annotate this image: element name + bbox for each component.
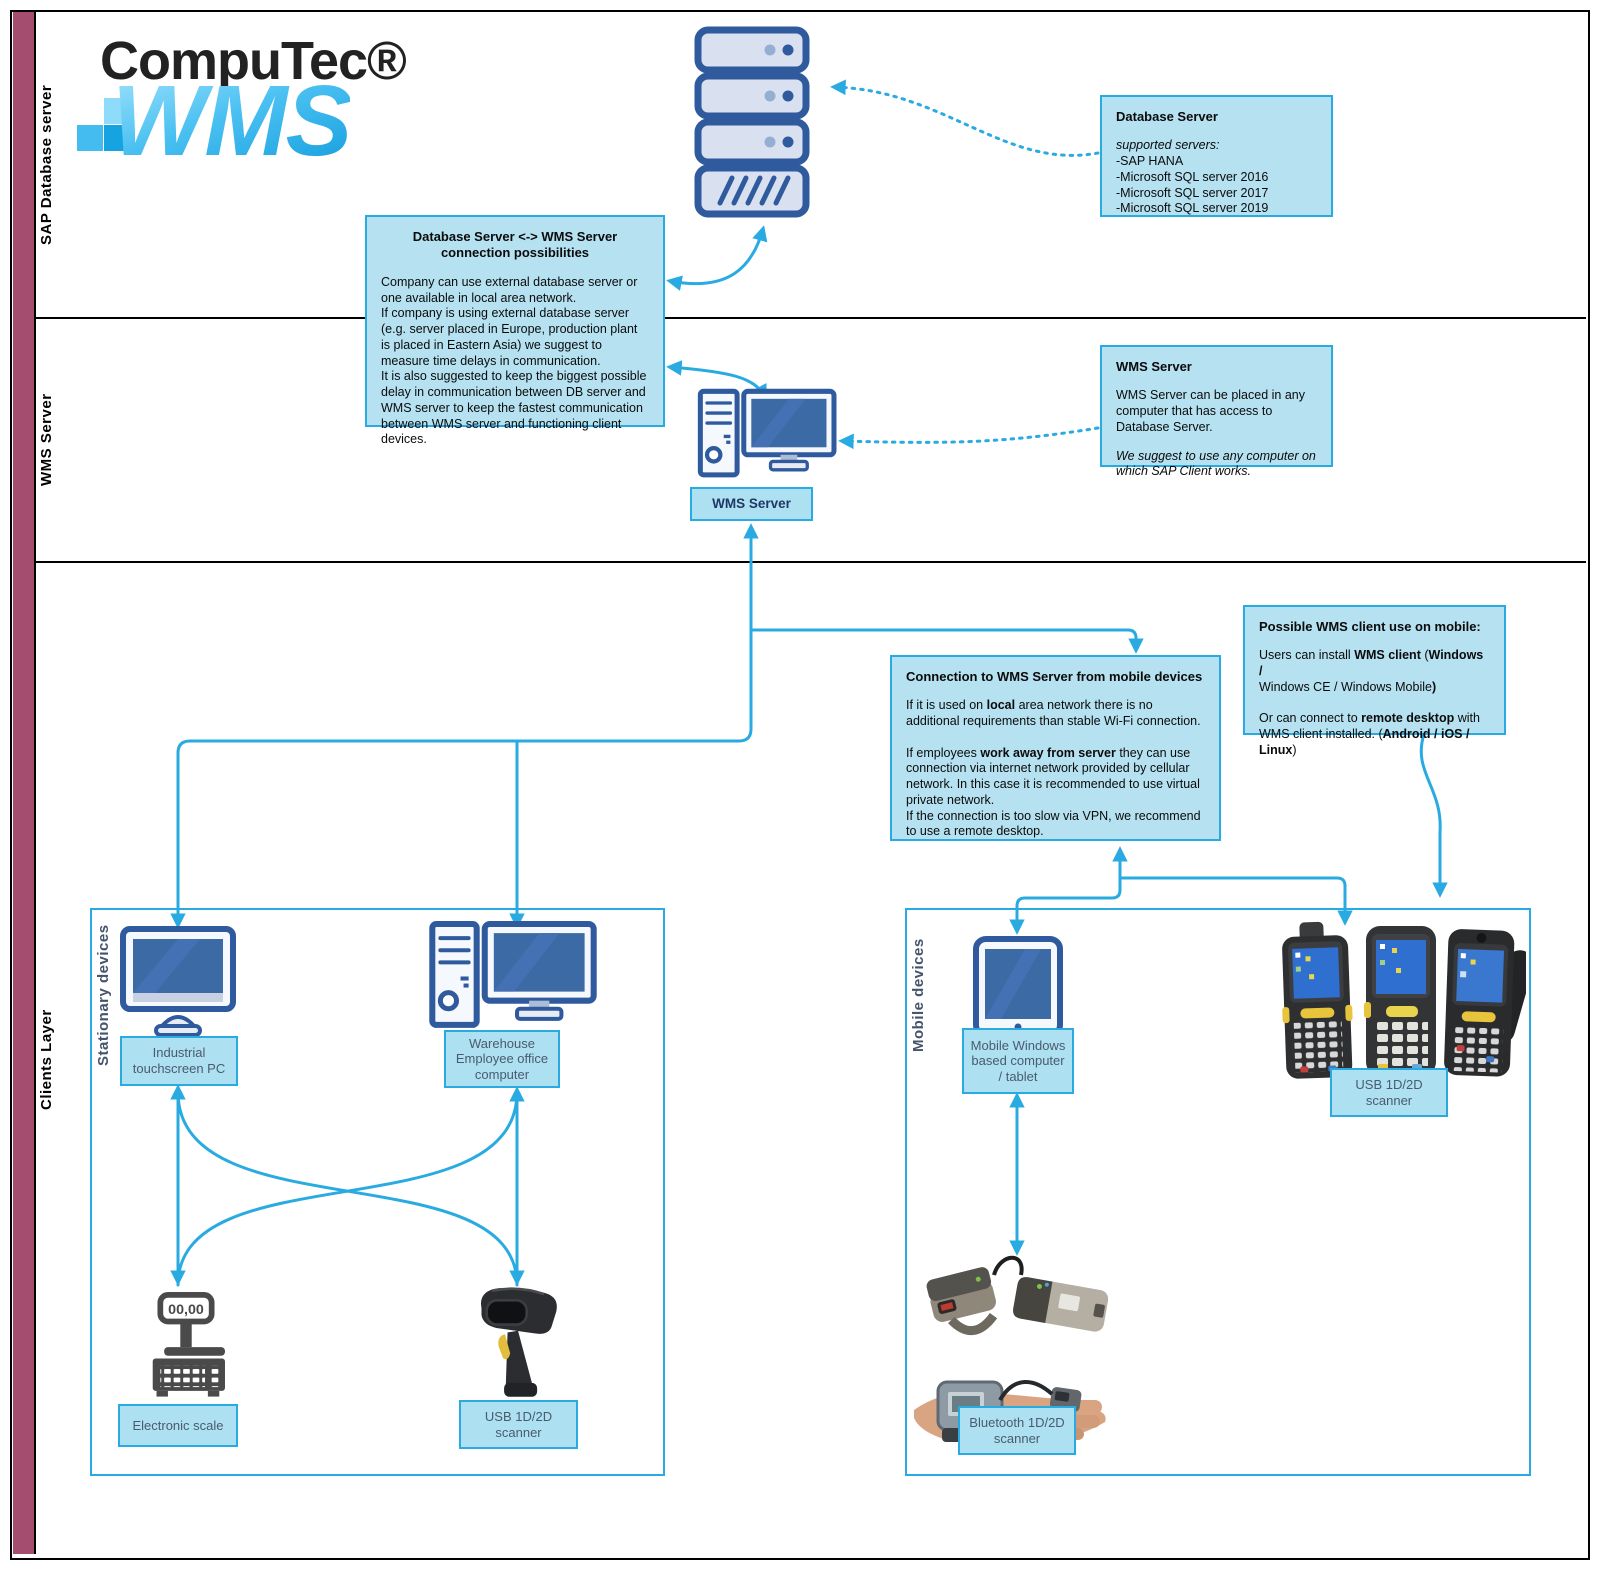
usb-scanner-left-label: USB 1D/2D scanner xyxy=(459,1400,578,1449)
database-server-info-box: Database Server supported servers: -SAP … xyxy=(1100,95,1333,217)
electronic-scale-icon: 00,00 xyxy=(152,1292,225,1397)
wms-server-computer-icon xyxy=(697,388,837,478)
usb-scanner-right-label: USB 1D/2D scanner xyxy=(1330,1068,1448,1117)
ring-scanner-image xyxy=(926,1255,1108,1336)
wms-server-info-title: WMS Server xyxy=(1116,359,1192,374)
usb-scanner-icon xyxy=(480,1287,557,1397)
mobile-devices-label: Mobile devices xyxy=(910,938,927,1052)
wms-logo-text: WMS xyxy=(112,65,352,177)
lane-label-clients-layer: Clients Layer xyxy=(38,1009,55,1111)
tablet-label: Mobile Windows based computer / tablet xyxy=(962,1028,1074,1094)
lane-label-sap-database-server: SAP Database server xyxy=(38,84,55,246)
wms-server-info-body: WMS Server can be placed in any computer… xyxy=(1116,388,1305,434)
logo-plus-icon xyxy=(77,125,103,151)
bluetooth-scanner-label: Bluetooth 1D/2D scanner xyxy=(958,1406,1076,1455)
mobile-client-body: Users can install WMS client (Windows / … xyxy=(1259,648,1484,757)
db-wms-connection-title: Database Server <-> WMS Server connectio… xyxy=(412,229,618,261)
warehouse-pc-label: Warehouse Employee office computer xyxy=(444,1030,560,1088)
stationary-devices-label: Stationary devices xyxy=(95,924,112,1066)
wms-server-info-box: WMS Server WMS Server can be placed in a… xyxy=(1100,345,1333,478)
lane-color-bar xyxy=(13,12,36,1554)
lane-label-wms-server: WMS Server xyxy=(38,393,55,487)
mobile-connection-body: If it is used on local area network ther… xyxy=(906,698,1201,839)
touchscreen-pc-icon xyxy=(120,926,236,1037)
database-server-info-title: Database Server xyxy=(1116,109,1218,124)
database-server-info-list: -SAP HANA-Microsoft SQL server 2016-Micr… xyxy=(1116,154,1269,216)
mobile-client-box: Possible WMS client use on mobile: Users… xyxy=(1243,605,1506,757)
stationary-devices-group xyxy=(90,908,665,1476)
logo-plus-icon xyxy=(104,98,130,124)
industrial-pc-label: Industrial touchscreen PC xyxy=(120,1036,238,1086)
lane-divider-1 xyxy=(36,317,1586,319)
mobile-terminals-image xyxy=(1282,921,1526,1079)
wms-server-info-note: We suggest to use any computer on which … xyxy=(1116,448,1316,479)
lane-divider-2 xyxy=(36,561,1586,563)
db-wms-connection-body: Company can use external database server… xyxy=(381,274,647,447)
db-wms-connection-box: Database Server <-> WMS Server connectio… xyxy=(365,215,665,446)
database-server-icon xyxy=(694,26,810,218)
tablet-icon xyxy=(973,936,1063,1038)
scale-display-value: 00,00 xyxy=(168,1302,204,1318)
computec-logo-text: CompuTec® xyxy=(100,31,407,91)
desktop-computer-icon xyxy=(429,921,597,1028)
wms-server-label: WMS Server xyxy=(690,487,813,521)
database-server-info-intro: supported servers: xyxy=(1116,138,1220,153)
mobile-connection-box: Connection to WMS Server from mobile dev… xyxy=(890,655,1221,841)
mobile-connection-title: Connection to WMS Server from mobile dev… xyxy=(906,669,1203,684)
outer-frame xyxy=(10,10,1590,1560)
mobile-client-title: Possible WMS client use on mobile: xyxy=(1259,619,1481,634)
mobile-devices-group xyxy=(905,908,1531,1476)
electronic-scale-label: Electronic scale xyxy=(118,1404,238,1447)
logo-plus-icon xyxy=(104,125,130,151)
